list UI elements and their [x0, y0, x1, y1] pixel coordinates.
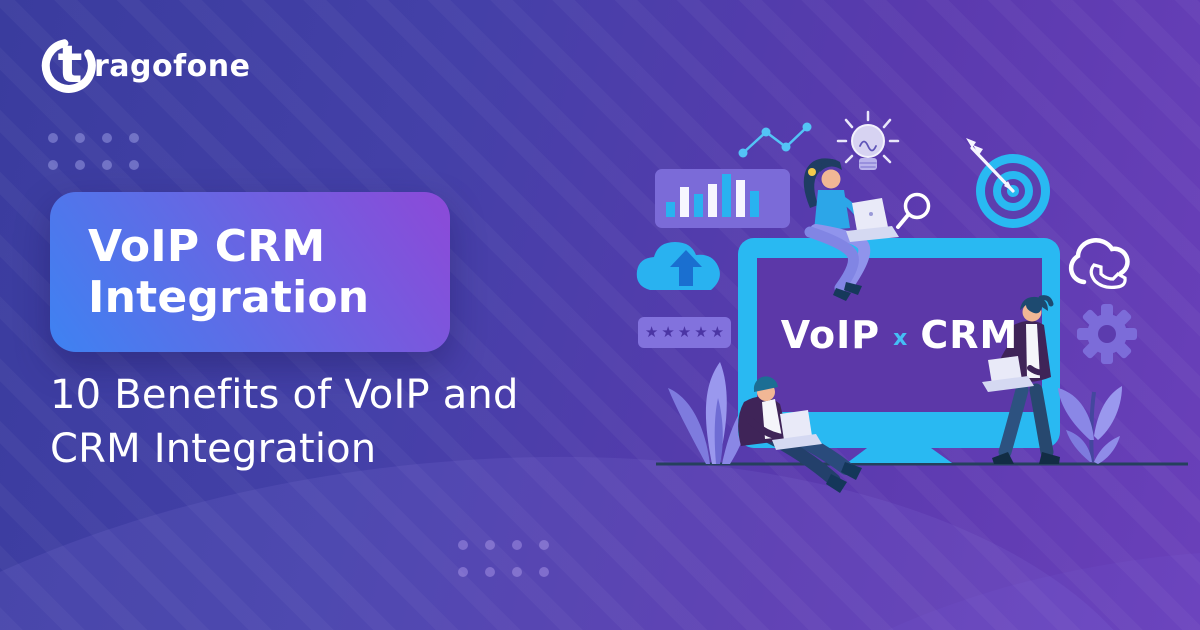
cloud-upload-icon — [636, 242, 720, 290]
crm-label: CRM — [920, 313, 1019, 357]
five-star-rating: ★★★★★ — [638, 317, 731, 348]
tragofone-logo-icon: t — [41, 36, 96, 95]
target-arrow-icon — [966, 138, 1050, 228]
plant-right-icon — [1058, 386, 1122, 464]
logo-text: ragofone — [94, 49, 251, 84]
connector-x: x — [893, 325, 908, 351]
magnifier-icon — [896, 192, 931, 229]
hero-title-card: VoIP CRM Integration — [50, 192, 450, 352]
person-sitting — [738, 376, 862, 493]
svg-text:t: t — [58, 36, 83, 95]
lightbulb-icon — [836, 110, 900, 170]
monitor-screen-label: VoIP x CRM — [757, 258, 1042, 412]
person-on-monitor — [803, 158, 899, 301]
dot-grid-bottom — [458, 540, 549, 577]
gear-icon — [1077, 304, 1137, 364]
voip-label: VoIP — [780, 313, 881, 357]
bar-chart-icon — [655, 169, 790, 228]
dot-grid-top — [48, 133, 139, 170]
cloud-phone-icon — [1068, 238, 1130, 289]
hero-subtitle: 10 Benefits of VoIP and CRM Integration — [50, 372, 519, 472]
hero-title: VoIP CRM Integration — [88, 220, 370, 323]
star-icons: ★★★★★ — [644, 323, 728, 341]
person-standing — [982, 295, 1060, 464]
tragofone-logo: t ragofone — [40, 36, 251, 100]
line-graph-icon — [738, 122, 812, 158]
